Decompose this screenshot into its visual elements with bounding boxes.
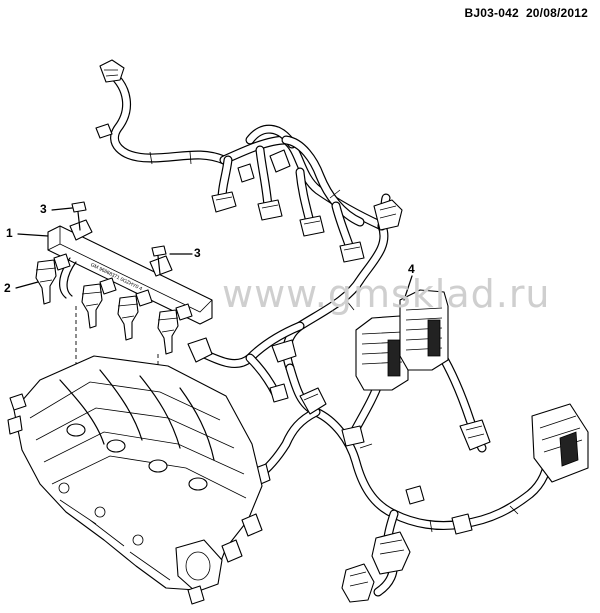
intake-manifold (7, 355, 263, 605)
watermark: www.gmsklad.ru (222, 272, 551, 316)
drawing-code: BJ03-042 (464, 6, 519, 20)
fuel-rail (47, 219, 213, 325)
callout-3-right: 3 (194, 246, 201, 260)
callout-4: 4 (408, 262, 415, 276)
callout-3-left: 3 (40, 202, 47, 216)
callout-leaders (15, 207, 413, 301)
harness-connectors (95, 59, 589, 603)
callout-1: 1 (6, 226, 13, 240)
drawing-reference: BJ03-042 20/08/2012 (465, 6, 588, 20)
engine-wiring-harness (107, 69, 553, 597)
fuel-injectors (35, 253, 193, 355)
callout-2: 2 (4, 281, 11, 295)
rail-bolts (71, 201, 167, 275)
drawing-date: 20/08/2012 (525, 6, 588, 20)
